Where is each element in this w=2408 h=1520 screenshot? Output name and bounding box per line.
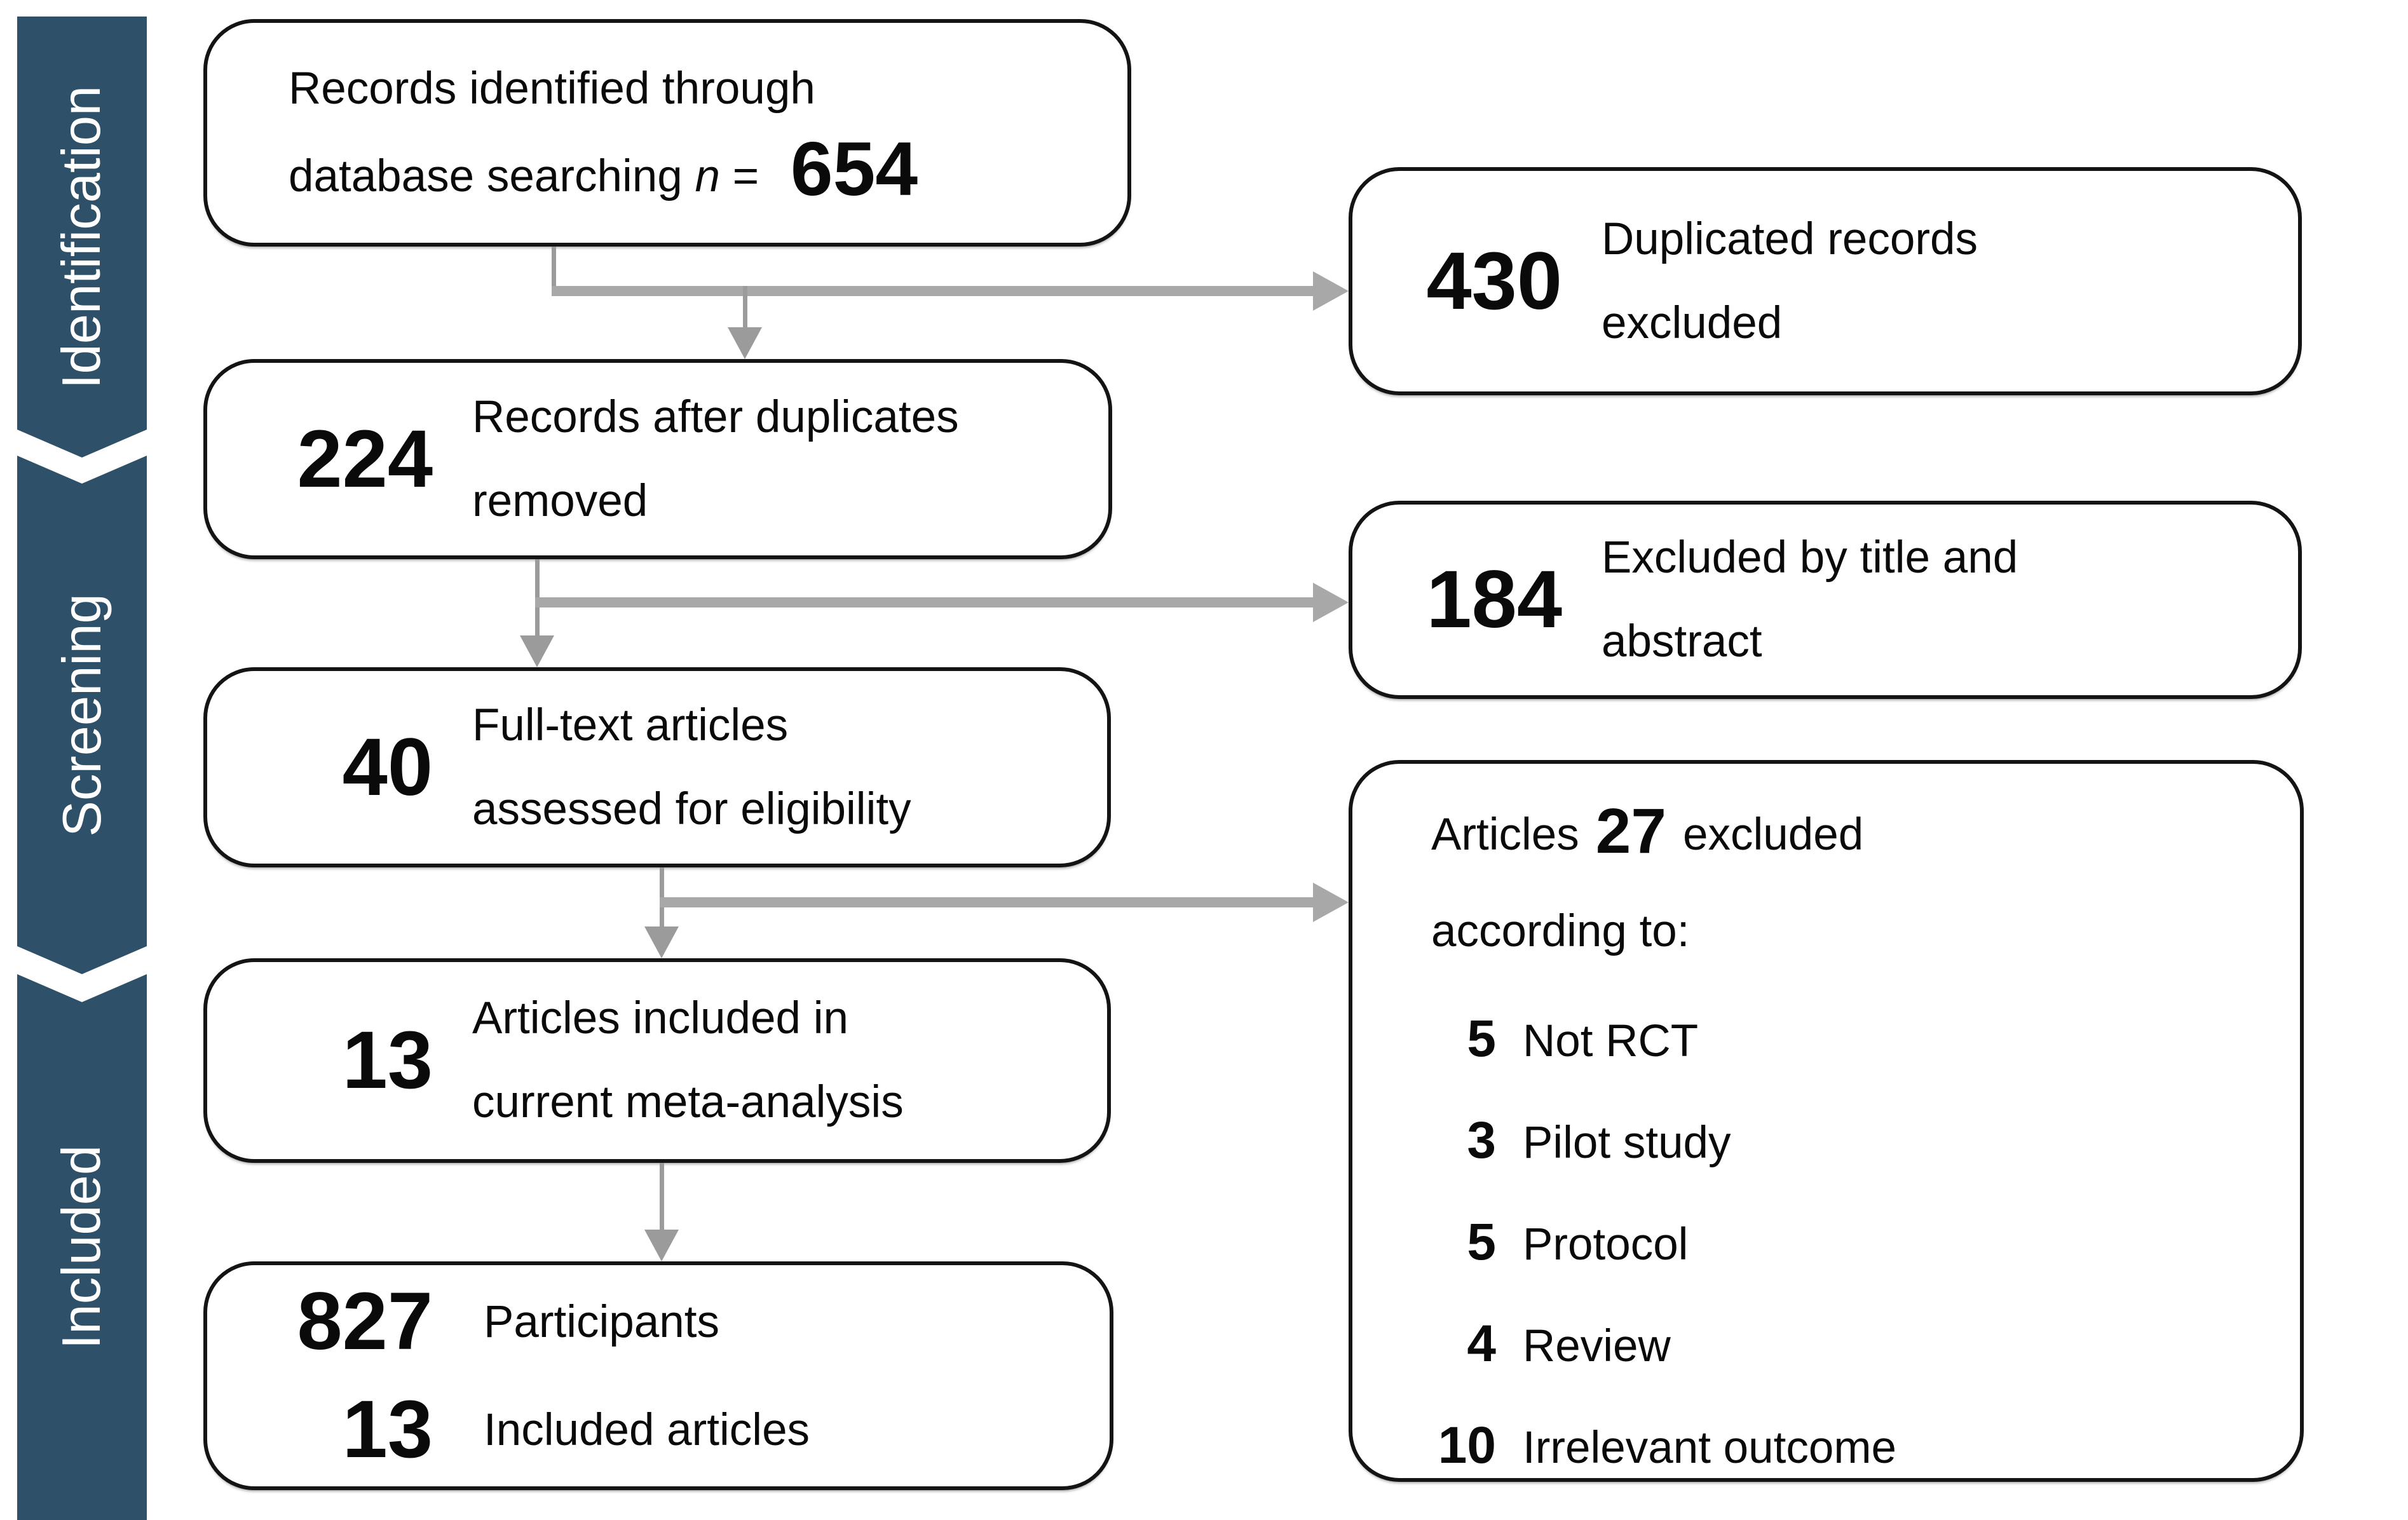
articles-excluded-count: 27 — [1595, 796, 1666, 867]
reason-label: Irrelevant outcome — [1523, 1423, 1897, 1473]
fulltext-count: 40 — [342, 721, 433, 813]
reason-label: Protocol — [1523, 1219, 1689, 1270]
arrow-right-icon — [1313, 583, 1349, 622]
fulltext-text: Full-text articles assessed for eligibil… — [472, 684, 911, 852]
after-duplicates-line1: Records after duplicates — [472, 391, 959, 442]
records-identified-line2: database searching n = 654 — [289, 131, 918, 219]
title-abstract-text: Excluded by title and abstract — [1602, 516, 2018, 684]
arrow-down-icon — [728, 327, 762, 359]
box-articles-excluded-reasons: Articles 27 excluded according to: 5 Not R… — [1349, 760, 2304, 1482]
reason-count: 10 — [1438, 1416, 1496, 1474]
duplicates-excluded-count: 430 — [1426, 235, 1562, 327]
exclusion-reason-row: 5 Not RCT — [1421, 988, 2281, 1090]
included-meta-text: Articles included in current meta-analys… — [472, 977, 904, 1144]
connector-identified-downleg — [743, 286, 747, 334]
title-abstract-line1: Excluded by title and — [1602, 533, 2018, 583]
exclusion-reason-list: 5 Not RCT 3 Pilot study 5 Protocol 4 Rev… — [1421, 988, 2281, 1496]
articles-excluded-suffix: excluded — [1683, 810, 1864, 860]
participants-count: 827 — [297, 1276, 433, 1367]
phase-banner-screening: Screening — [17, 456, 147, 974]
included-meta-count: 13 — [342, 1015, 433, 1106]
box-records-after-duplicates: 224 Records after duplicates removed — [203, 359, 1112, 559]
arrow-down-icon — [644, 926, 679, 958]
participants-label: Participants — [484, 1296, 719, 1347]
connector-identified-stub — [552, 247, 556, 291]
box-excluded-title-abstract: 184 Excluded by title and abstract — [1349, 501, 2302, 699]
records-identified-line1: Records identified through — [289, 64, 815, 114]
records-identified-line2-text: database searching — [289, 151, 683, 201]
exclusion-reason-row: 3 Pilot study — [1421, 1090, 2281, 1191]
phase-label-included: Included — [51, 1144, 112, 1350]
after-duplicates-text: Records after duplicates removed — [472, 376, 959, 543]
final-row-included-articles: 13 Included articles — [207, 1376, 1110, 1484]
n-symbol: n — [695, 151, 720, 201]
arrow-down-icon — [644, 1230, 679, 1261]
included-articles-count: 13 — [342, 1384, 433, 1475]
articles-excluded-subhead: according to: — [1431, 906, 1690, 956]
connector-to-duplicates-line — [552, 286, 1313, 296]
reason-count: 4 — [1467, 1315, 1496, 1373]
connector-to-excluded-line — [660, 897, 1313, 907]
exclusion-reason-row: 4 Review — [1421, 1293, 2281, 1395]
duplicates-excluded-line1: Duplicated records — [1602, 214, 1978, 264]
articles-excluded-headline: Articles 27 excluded — [1431, 799, 2281, 869]
fulltext-line1: Full-text articles — [472, 700, 789, 750]
arrow-right-icon — [1313, 883, 1349, 922]
records-identified-count: 654 — [790, 126, 918, 212]
box-fulltext-assessed: 40 Full-text articles assessed for eligi… — [203, 667, 1111, 867]
box-records-identified: Records identified through database sear… — [203, 19, 1131, 247]
phase-label-identification: Identification — [51, 85, 112, 389]
fulltext-line2: assessed for eligibility — [472, 784, 911, 834]
equals-sign: = — [732, 151, 759, 201]
exclusion-reason-row: 5 Protocol — [1421, 1191, 2281, 1293]
final-row-participants: 827 Participants — [207, 1268, 1110, 1376]
duplicates-excluded-line2: excluded — [1602, 297, 1783, 348]
box-final-counts: 827 Participants 13 Included articles — [203, 1261, 1113, 1490]
reason-label: Pilot study — [1523, 1118, 1731, 1168]
reason-label: Review — [1523, 1321, 1671, 1371]
included-meta-line2: current meta-analysis — [472, 1077, 904, 1127]
title-abstract-line2: abstract — [1602, 616, 1762, 667]
phase-banner-included: Included — [17, 974, 147, 1520]
phase-banner-identification: Identification — [17, 17, 147, 458]
articles-excluded-prefix: Articles — [1431, 810, 1579, 860]
included-meta-line1: Articles included in — [472, 993, 848, 1043]
phase-label-screening: Screening — [51, 593, 112, 837]
box-records-identified-text: Records identified through database sear… — [289, 47, 918, 219]
exclusion-reason-row: 10 Irrelevant outcome — [1421, 1395, 2281, 1496]
box-duplicates-excluded: 430 Duplicated records excluded — [1349, 167, 2302, 395]
duplicates-excluded-text: Duplicated records excluded — [1602, 198, 1978, 365]
reason-count: 5 — [1467, 1213, 1496, 1271]
connector-to-titleabs-line — [535, 597, 1313, 607]
title-abstract-count: 184 — [1426, 554, 1562, 645]
connector-included-downline — [660, 1163, 664, 1236]
box-articles-included: 13 Articles included in current meta-ana… — [203, 958, 1111, 1163]
reason-count: 3 — [1467, 1111, 1496, 1169]
arrow-down-icon — [520, 635, 554, 667]
arrow-right-icon — [1313, 271, 1349, 311]
after-duplicates-count: 224 — [297, 413, 433, 505]
reason-label: Not RCT — [1523, 1016, 1699, 1066]
included-articles-label: Included articles — [484, 1404, 810, 1455]
reason-count: 5 — [1467, 1010, 1496, 1068]
after-duplicates-line2: removed — [472, 475, 648, 526]
